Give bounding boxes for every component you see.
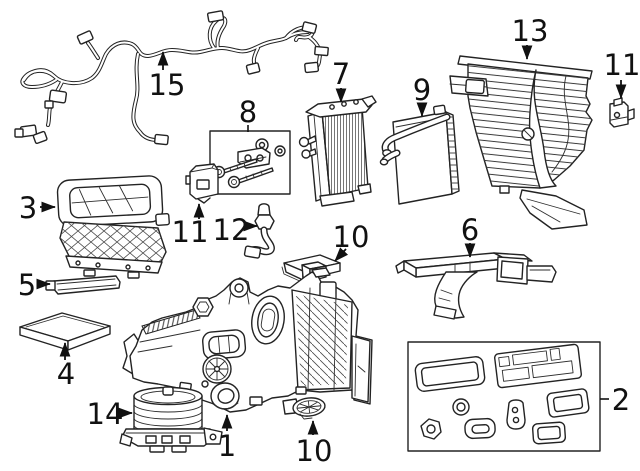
part-9-heater-core <box>379 104 460 205</box>
callout-10-mid-arrow <box>334 247 349 262</box>
part-8-hardware-kit <box>209 130 291 195</box>
callout-9: 9 <box>413 73 431 117</box>
heater-core-pipes <box>379 104 451 166</box>
callout-4: 4 <box>57 342 75 391</box>
part-2-seal-kit <box>407 341 601 452</box>
part-5-seal-strip <box>45 275 121 295</box>
callout-2: 2 <box>600 383 630 417</box>
callout-9-label: 9 <box>413 73 431 107</box>
callout-2-label: 2 <box>612 383 630 417</box>
callout-3: 3 <box>19 191 56 225</box>
callout-3-label: 3 <box>19 191 37 225</box>
part-3-air-inlet-housing <box>56 175 170 279</box>
callout-4-label: 4 <box>57 357 75 391</box>
gasket-small <box>531 421 567 445</box>
callout-1-label: 1 <box>218 429 236 463</box>
callout-1: 1 <box>218 414 236 463</box>
callout-12: 12 <box>213 213 258 247</box>
part-12-sensor <box>243 203 275 259</box>
callout-14: 14 <box>87 397 133 431</box>
part-6-air-duct <box>395 252 557 320</box>
bolt <box>227 167 274 189</box>
gasket-panel <box>493 343 583 389</box>
callout-11-top-right: 11 <box>604 48 640 99</box>
callout-12-label: 12 <box>213 213 250 247</box>
callout-5-label: 5 <box>18 268 36 302</box>
gasket-right <box>546 388 590 418</box>
callout-6: 6 <box>461 213 479 258</box>
part-15-wiring-harness <box>14 10 329 146</box>
callout-11-top-right-label: 11 <box>604 48 640 82</box>
callout-5: 5 <box>18 268 51 302</box>
callout-6-label: 6 <box>461 213 479 247</box>
part-14-blower-motor <box>119 386 223 453</box>
gasket-oval <box>506 399 526 430</box>
callout-7-label: 7 <box>332 57 350 91</box>
callout-10-bottom-label: 10 <box>296 434 333 468</box>
callout-8-label: 8 <box>239 95 257 129</box>
callout-15-label: 15 <box>149 68 186 102</box>
part-10-actuator-bottom <box>282 397 326 420</box>
bolt <box>212 158 258 179</box>
part-1-hvac-housing <box>122 267 373 413</box>
callout-10-mid-label: 10 <box>333 220 370 254</box>
harness-connectors <box>14 10 329 146</box>
part-13-upper-housing <box>449 55 593 230</box>
callout-11-mid-label: 11 <box>172 215 209 249</box>
callout-14-label: 14 <box>87 397 124 431</box>
callouts: 1 2 3 4 5 6 7 8 <box>18 14 640 468</box>
callout-7: 7 <box>332 57 350 103</box>
callout-13-label: 13 <box>512 14 549 48</box>
callout-8: 8 <box>239 95 257 132</box>
callout-11-mid: 11 <box>172 203 209 249</box>
part-11-module-mid <box>185 163 219 204</box>
callout-10-mid: 10 <box>333 220 370 262</box>
callout-13: 13 <box>512 14 549 60</box>
part-7-evaporator-core <box>298 95 377 207</box>
gasket-large-left <box>414 356 486 392</box>
callout-10-bottom: 10 <box>296 420 333 468</box>
part-11-clip-top-right <box>609 97 635 128</box>
callout-15: 15 <box>149 51 186 102</box>
part-4-filter <box>19 312 111 351</box>
